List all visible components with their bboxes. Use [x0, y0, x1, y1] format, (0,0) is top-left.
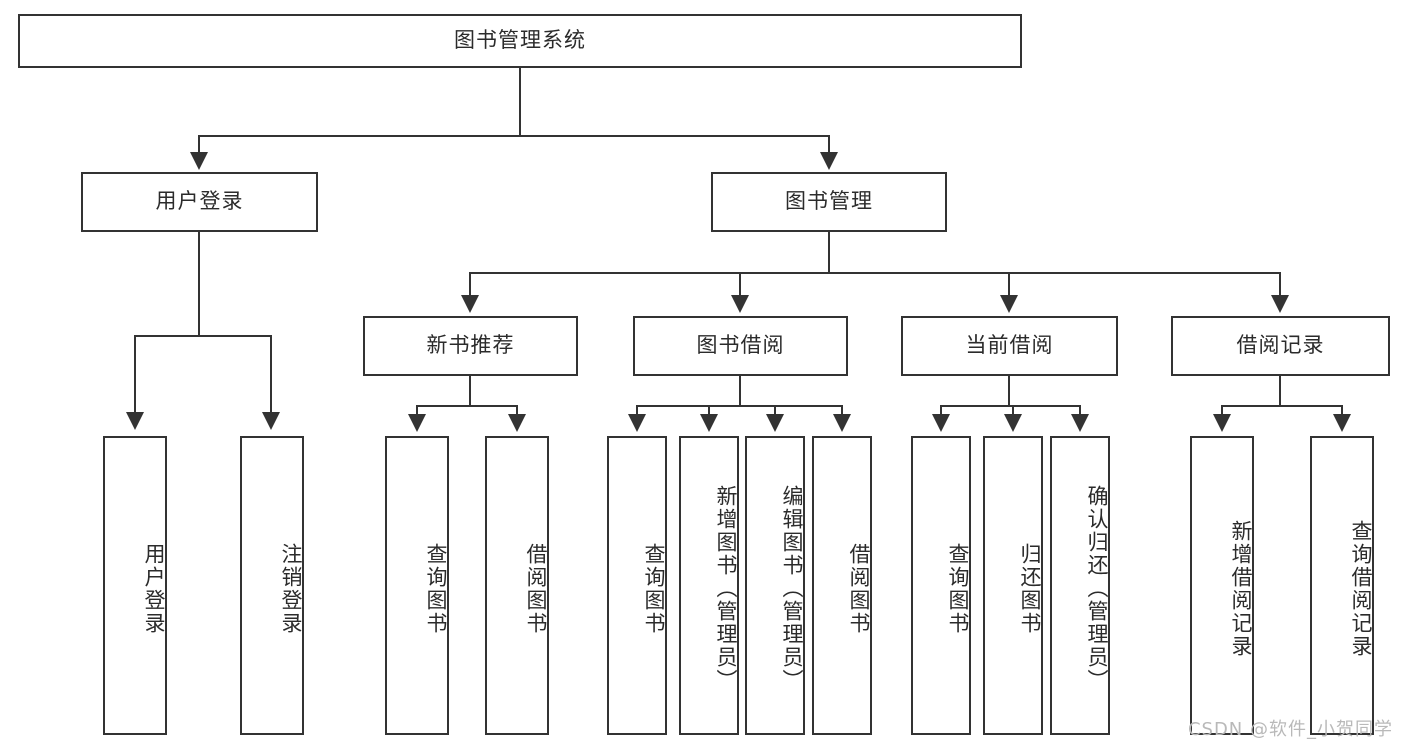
node-leaf-logout[interactable]: 注销登录	[240, 436, 304, 735]
connector-bb-c4	[841, 405, 843, 417]
leaf-label: 借阅图书	[524, 542, 548, 635]
connector-br-c2	[1341, 405, 1343, 417]
connector-new-book-recommend-stem	[469, 376, 471, 406]
connector-level3-bus	[469, 272, 1281, 274]
node-leaf-add-borrow-record[interactable]: 新增借阅记录	[1190, 436, 1254, 735]
connector-borrow-records-bus	[1221, 405, 1342, 407]
connector-bb-c3	[774, 405, 776, 417]
connector-root-stem	[519, 68, 521, 136]
node-leaf-query-book-borrow[interactable]: 查询图书	[607, 436, 667, 735]
connector-borrow-records-stem	[1279, 376, 1281, 406]
node-leaf-query-book-recommend[interactable]: 查询图书	[385, 436, 449, 735]
node-leaf-user-login[interactable]: 用户登录	[103, 436, 167, 735]
csdn-watermark: CSDN @软件_小贺同学	[1187, 719, 1393, 740]
connector-to-user-login	[198, 135, 200, 157]
arrowhead-leaf-confirm-return	[1071, 414, 1089, 432]
arrowhead-leaf-return-book	[1004, 414, 1022, 432]
connector-book-borrow-bus	[636, 405, 843, 407]
connector-to-book-borrow	[739, 272, 741, 296]
leaf-label: 新增借阅记录	[1229, 519, 1253, 658]
arrowhead-leaf-add-book	[700, 414, 718, 432]
connector-cb-c1	[940, 405, 942, 417]
arrowhead-leaf-edit-book	[766, 414, 784, 432]
arrowhead-book-borrow	[731, 295, 749, 313]
node-borrow-records[interactable]: 借阅记录	[1171, 316, 1390, 376]
node-leaf-query-book-current[interactable]: 查询图书	[911, 436, 971, 735]
connector-nbr-c1	[416, 405, 418, 417]
node-book-borrow[interactable]: 图书借阅	[633, 316, 848, 376]
arrowhead-leaf-query-record	[1333, 414, 1351, 432]
connector-bb-c2	[708, 405, 710, 417]
connector-current-borrow-stem	[1008, 376, 1010, 406]
node-leaf-query-borrow-record[interactable]: 查询借阅记录	[1310, 436, 1374, 735]
connector-user-login-bus	[134, 335, 272, 337]
node-leaf-confirm-return-admin[interactable]: 确认归还（管理员）	[1050, 436, 1110, 735]
connector-root-bus	[198, 135, 830, 137]
leaf-label: 查询图书	[946, 542, 970, 635]
arrowhead-leaf-add-record	[1213, 414, 1231, 432]
node-new-book-recommend[interactable]: 新书推荐	[363, 316, 578, 376]
arrowhead-leaf-query-book-rec	[408, 414, 426, 432]
connector-to-new-book-recommend	[469, 272, 471, 296]
connector-cb-c2	[1012, 405, 1014, 417]
arrowhead-leaf-borrow-book	[833, 414, 851, 432]
leaf-label: 编辑图书（管理员）	[780, 485, 804, 692]
arrowhead-borrow-records	[1271, 295, 1289, 313]
arrowhead-leaf-user-login	[126, 412, 144, 430]
leaf-label: 确认归还（管理员）	[1085, 485, 1109, 692]
node-user-login[interactable]: 用户登录	[81, 172, 318, 232]
arrowhead-leaf-query-book-borrow	[628, 414, 646, 432]
arrowhead-book-management	[820, 152, 838, 170]
arrowhead-leaf-borrow-book-rec	[508, 414, 526, 432]
leaf-label: 用户登录	[142, 542, 166, 635]
connector-bb-c1	[636, 405, 638, 417]
arrowhead-user-login	[190, 152, 208, 170]
leaf-label: 查询图书	[642, 542, 666, 635]
node-leaf-edit-book-admin[interactable]: 编辑图书（管理员）	[745, 436, 805, 735]
leaf-label: 归还图书	[1018, 542, 1042, 635]
node-leaf-borrow-book-recommend[interactable]: 借阅图书	[485, 436, 549, 735]
connector-br-c1	[1221, 405, 1223, 417]
node-leaf-borrow-book[interactable]: 借阅图书	[812, 436, 872, 735]
leaf-label: 新增图书（管理员）	[714, 485, 738, 692]
leaf-label: 查询图书	[424, 542, 448, 635]
leaf-label: 借阅图书	[847, 542, 871, 635]
connector-book-management-stem	[828, 232, 830, 274]
node-book-management[interactable]: 图书管理	[711, 172, 947, 232]
node-current-borrow[interactable]: 当前借阅	[901, 316, 1118, 376]
arrowhead-new-book-recommend	[461, 295, 479, 313]
arrowhead-current-borrow	[1000, 295, 1018, 313]
node-leaf-return-book[interactable]: 归还图书	[983, 436, 1043, 735]
connector-user-login-stem	[198, 232, 200, 336]
connector-user-login-left	[134, 335, 136, 415]
node-leaf-add-book-admin[interactable]: 新增图书（管理员）	[679, 436, 739, 735]
arrowhead-leaf-logout	[262, 412, 280, 430]
connector-current-borrow-bus	[940, 405, 1081, 407]
connector-nbr-c2	[516, 405, 518, 417]
node-root-system[interactable]: 图书管理系统	[18, 14, 1022, 68]
leaf-label: 查询借阅记录	[1349, 519, 1373, 658]
connector-to-current-borrow	[1008, 272, 1010, 296]
connector-to-borrow-records	[1279, 272, 1281, 296]
connector-new-book-recommend-bus	[416, 405, 517, 407]
leaf-label: 注销登录	[279, 542, 303, 635]
connector-to-book-management	[828, 135, 830, 157]
connector-book-borrow-stem	[739, 376, 741, 406]
connector-user-login-right	[270, 335, 272, 415]
arrowhead-leaf-query-book-cur	[932, 414, 950, 432]
connector-cb-c3	[1079, 405, 1081, 417]
